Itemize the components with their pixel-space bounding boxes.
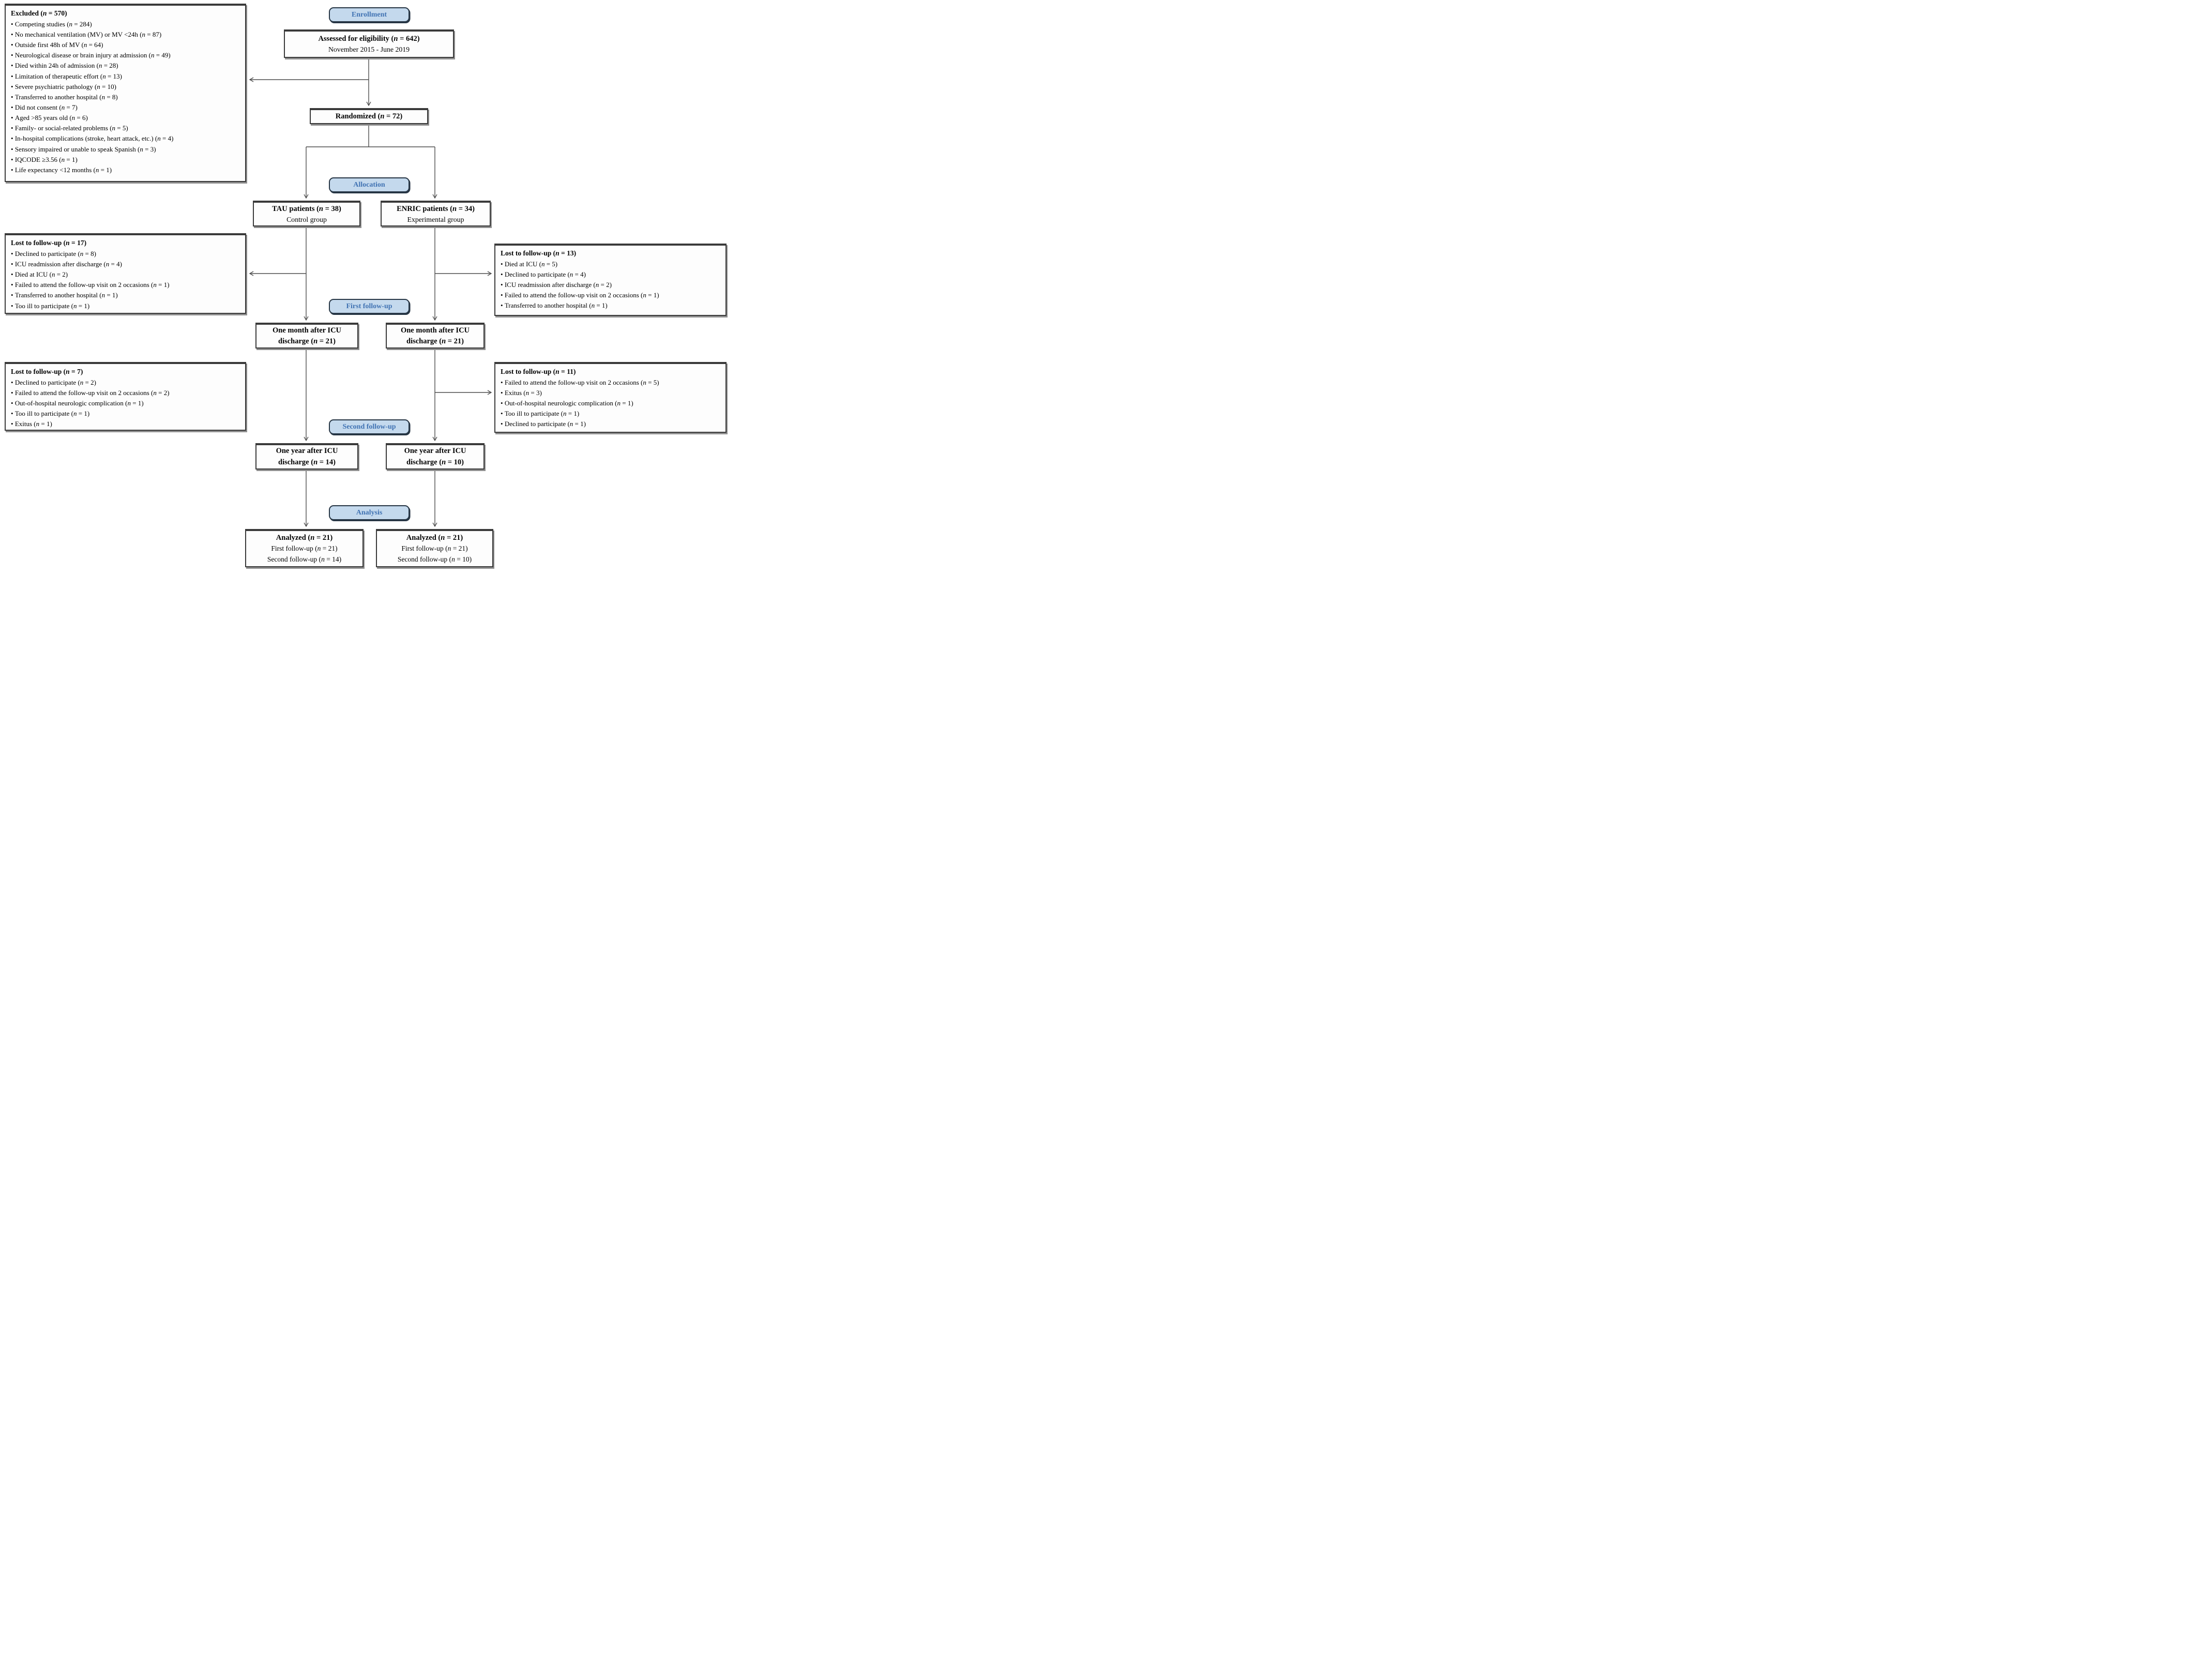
list-item: ICU readmission after discharge (n = 4) (11, 259, 241, 269)
list-item: Outside first 48h of MV (n = 64) (11, 40, 241, 50)
list-item: Too ill to participate (n = 1) (501, 408, 721, 419)
lost1-left-title: Lost to follow-up (n = 17) (11, 239, 87, 247)
list-item: Transferred to another hospital (n = 1) (501, 300, 721, 311)
second-followup-badge: Second follow-up (329, 419, 410, 434)
year-left-line2: discharge (n = 14) (278, 458, 336, 466)
year-left-line1: One year after ICU (276, 447, 338, 456)
list-item: Declined to participate (n = 2) (11, 377, 241, 388)
enric-title: ENRIC patients (n = 34) (397, 204, 475, 213)
lost-followup2-right-box: Lost to follow-up (n = 11) Failed to att… (494, 362, 727, 433)
list-item: Died at ICU (n = 2) (11, 269, 241, 280)
enric-box: ENRIC patients (n = 34) Experimental gro… (381, 201, 491, 226)
lost2-left-list: Declined to participate (n = 2) Failed t… (11, 377, 241, 430)
lost2-left-title: Lost to follow-up (n = 7) (11, 368, 83, 375)
lost-followup1-right-box: Lost to follow-up (n = 13) Died at ICU (… (494, 244, 727, 316)
list-item: Out-of-hospital neurologic complication … (501, 398, 721, 408)
tau-subtitle: Control group (286, 215, 327, 223)
list-item: Family- or social-related problems (n = … (11, 123, 241, 133)
list-item: Limitation of therapeutic effort (n = 13… (11, 71, 241, 82)
list-item: Life expectancy <12 months (n = 1) (11, 165, 241, 175)
tau-box: TAU patients (n = 38) Control group (253, 201, 360, 226)
month-left-line1: One month after ICU (272, 326, 342, 335)
assessed-subtitle: November 2015 - June 2019 (328, 46, 410, 53)
year-followup-right-box: One year after ICU discharge (n = 10) (386, 443, 485, 470)
list-item: Competing studies (n = 284) (11, 19, 241, 29)
list-item: Transferred to another hospital (n = 8) (11, 92, 241, 102)
lost1-right-list: Died at ICU (n = 5) Declined to particip… (501, 259, 721, 311)
month-right-line1: One month after ICU (400, 326, 470, 335)
lost-followup2-left-box: Lost to follow-up (n = 7) Declined to pa… (5, 362, 246, 431)
list-item: Failed to attend the follow-up visit on … (501, 290, 721, 300)
excluded-list: Competing studies (n = 284) No mechanica… (11, 19, 241, 175)
list-item: Did not consent (n = 7) (11, 102, 241, 113)
list-item: Failed to attend the follow-up visit on … (11, 388, 241, 398)
allocation-badge: Allocation (329, 177, 410, 192)
list-item: Too ill to participate (n = 1) (11, 408, 241, 419)
year-followup-left-box: One year after ICU discharge (n = 14) (255, 443, 358, 470)
list-item: Failed to attend the follow-up visit on … (501, 377, 721, 388)
month-followup-right-box: One month after ICU discharge (n = 21) (386, 323, 485, 349)
analyzed-right-line3: Second follow-up (n = 10) (397, 555, 472, 563)
list-item: Severe psychiatric pathology (n = 10) (11, 82, 241, 92)
consort-flow-diagram: Enrollment Allocation First follow-up Se… (0, 0, 731, 571)
list-item: Transferred to another hospital (n = 1) (11, 290, 241, 300)
list-item: Died at ICU (n = 5) (501, 259, 721, 269)
analyzed-left-line3: Second follow-up (n = 14) (267, 555, 342, 563)
lost1-right-title: Lost to follow-up (n = 13) (501, 249, 577, 257)
list-item: IQCODE ≥3.56 (n = 1) (11, 155, 241, 165)
excluded-title: Excluded (n = 570) (11, 9, 67, 17)
analyzed-right-line2: First follow-up (n = 21) (401, 544, 468, 553)
list-item: Exitus (n = 1) (11, 419, 241, 429)
flow-connectors (249, 58, 492, 527)
assessed-title: Assessed for eligibility (n = 642) (318, 34, 420, 43)
month-left-line2: discharge (n = 21) (278, 337, 336, 345)
analysis-badge-label: Analysis (356, 508, 383, 517)
lost-followup1-left-box: Lost to follow-up (n = 17) Declined to p… (5, 233, 246, 314)
enrollment-badge-label: Enrollment (351, 10, 387, 19)
month-right-line2: discharge (n = 21) (406, 337, 464, 345)
analyzed-right-box: Analyzed (n = 21) First follow-up (n = 2… (376, 529, 493, 567)
list-item: Neurological disease or brain injury at … (11, 50, 241, 60)
lost1-left-list: Declined to participate (n = 8) ICU read… (11, 249, 241, 311)
analyzed-left-line2: First follow-up (n = 21) (271, 544, 338, 553)
month-followup-left-box: One month after ICU discharge (n = 21) (255, 323, 358, 349)
list-item: Failed to attend the follow-up visit on … (11, 280, 241, 290)
list-item: Declined to participate (n = 8) (11, 249, 241, 259)
assessed-box: Assessed for eligibility (n = 642) Novem… (284, 29, 454, 58)
enrollment-badge: Enrollment (329, 7, 410, 22)
year-right-line1: One year after ICU (404, 447, 466, 456)
list-item: Declined to participate (n = 4) (501, 269, 721, 280)
excluded-box: Excluded (n = 570) Competing studies (n … (5, 4, 246, 182)
year-right-line2: discharge (n = 10) (406, 458, 464, 466)
list-item: Declined to participate (n = 1) (501, 419, 721, 429)
list-item: Sensory impaired or unable to speak Span… (11, 144, 241, 155)
list-item: ICU readmission after discharge (n = 2) (501, 280, 721, 290)
analyzed-left-box: Analyzed (n = 21) First follow-up (n = 2… (245, 529, 364, 567)
allocation-badge-label: Allocation (353, 180, 385, 189)
enric-subtitle: Experimental group (407, 215, 464, 223)
list-item: Died within 24h of admission (n = 28) (11, 60, 241, 71)
lost2-right-title: Lost to follow-up (n = 11) (501, 368, 576, 375)
list-item: Too ill to participate (n = 1) (11, 301, 241, 311)
tau-title: TAU patients (n = 38) (272, 204, 341, 213)
analyzed-left-title: Analyzed (n = 21) (276, 534, 333, 542)
list-item: Out-of-hospital neurologic complication … (11, 398, 241, 408)
first-followup-badge-label: First follow-up (346, 302, 392, 310)
analysis-badge: Analysis (329, 505, 410, 520)
list-item: In-hospital complications (stroke, heart… (11, 133, 241, 144)
lost2-right-list: Failed to attend the follow-up visit on … (501, 377, 721, 430)
list-item: Exitus (n = 3) (501, 388, 721, 398)
randomized-box: Randomized (n = 72) (310, 108, 428, 124)
analyzed-right-title: Analyzed (n = 21) (406, 534, 463, 542)
list-item: No mechanical ventilation (MV) or MV <24… (11, 29, 241, 40)
list-item: Aged >85 years old (n = 6) (11, 113, 241, 123)
randomized-title: Randomized (n = 72) (335, 112, 403, 120)
second-followup-badge-label: Second follow-up (342, 422, 396, 431)
first-followup-badge: First follow-up (329, 299, 410, 314)
